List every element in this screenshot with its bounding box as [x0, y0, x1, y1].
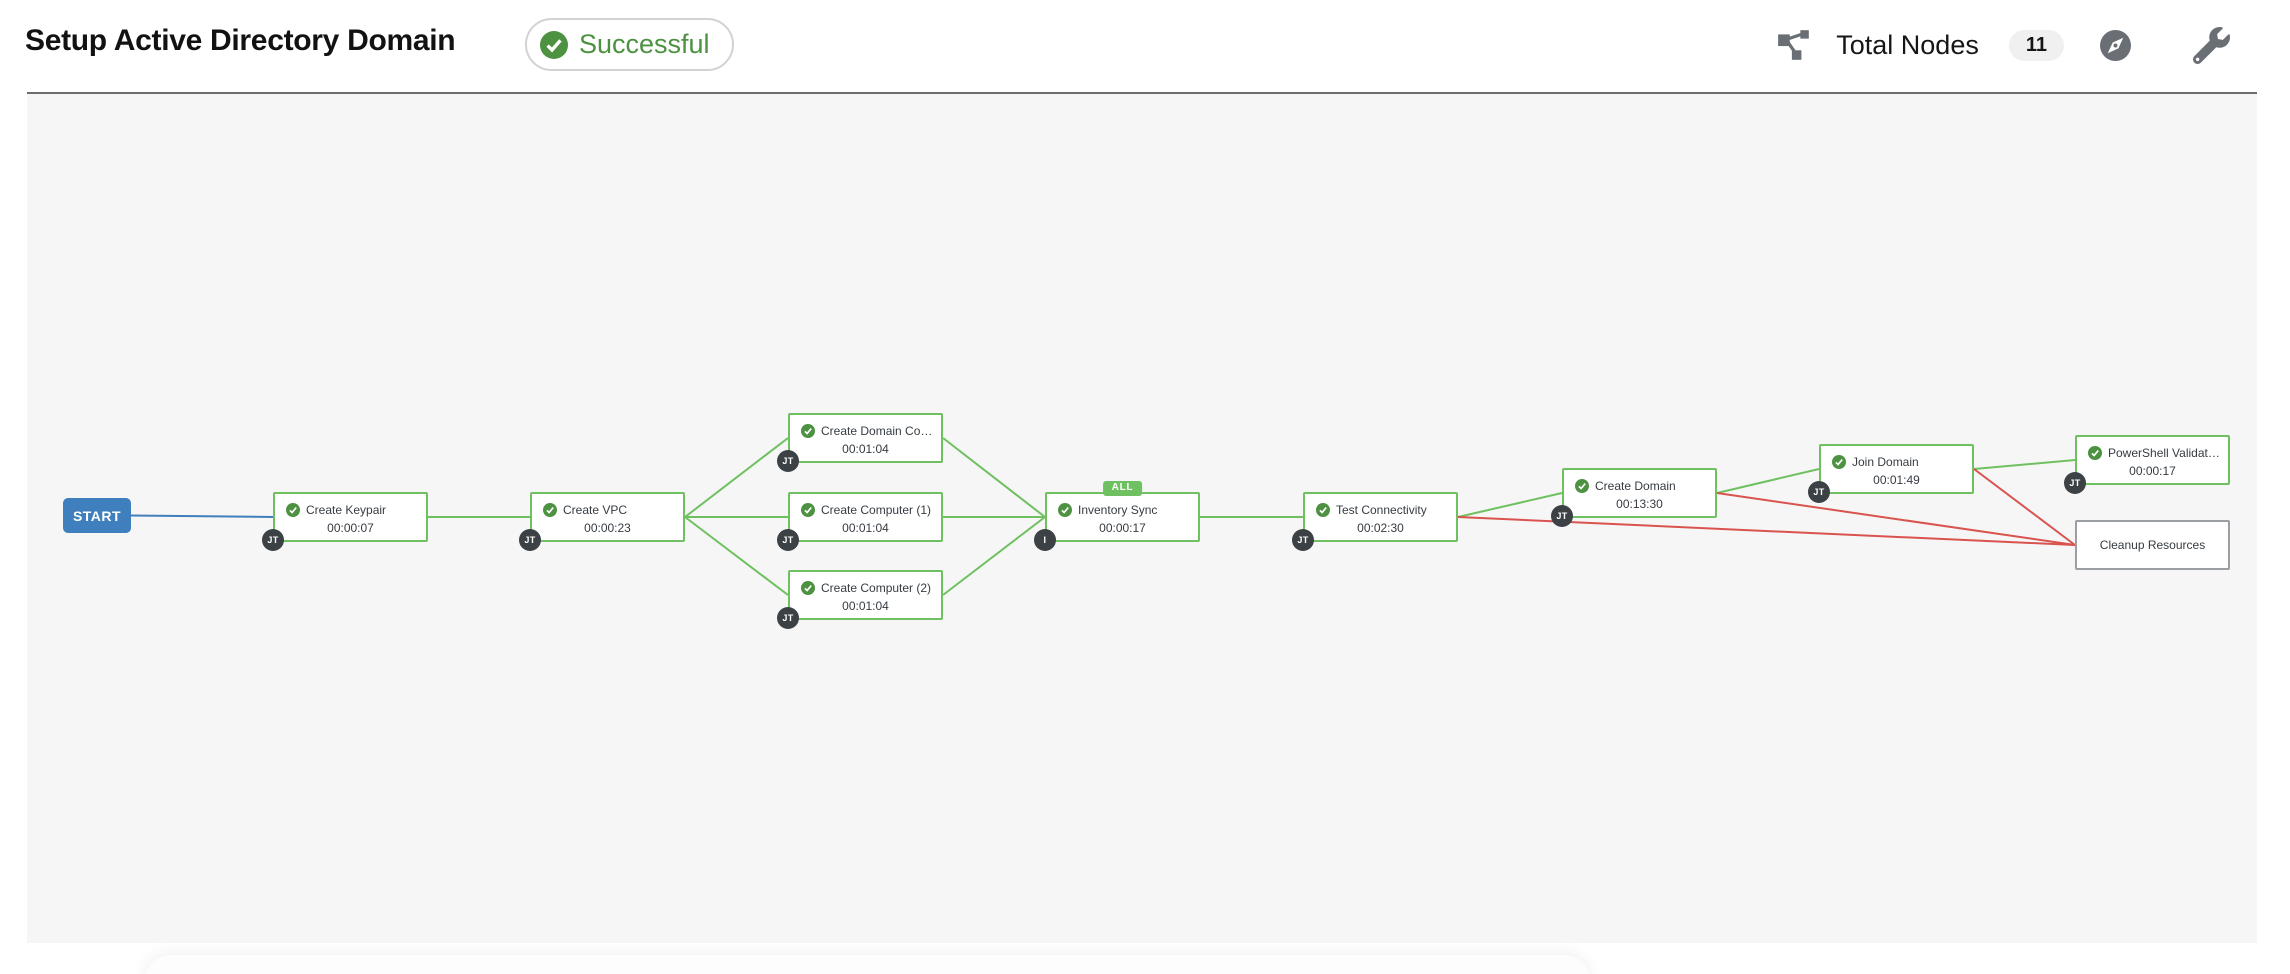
workflow-link-test-connectivity-create-domain[interactable] [1457, 492, 1563, 518]
workflow-link-create-domain-join-domain[interactable] [1716, 468, 1820, 494]
total-nodes-icon [1778, 30, 1810, 60]
workflow-link-create-computer-2-inventory-sync[interactable] [942, 516, 1046, 596]
workflow-node-cleanup-resources[interactable]: Cleanup Resources [2075, 520, 2230, 570]
node-success-icon [1058, 503, 1072, 517]
start-node[interactable]: START [63, 498, 131, 533]
node-elapsed-time: 00:01:49 [1873, 473, 1920, 487]
node-label: Join Domain [1852, 455, 1919, 469]
node-label: Cleanup Resources [2099, 538, 2206, 552]
node-success-icon [801, 503, 815, 517]
node-label: Create Domain Contr… [821, 424, 933, 438]
node-label: Create Domain [1595, 479, 1676, 493]
node-label: Create VPC [563, 503, 628, 517]
node-convergence-badge: ALL [1102, 481, 1143, 496]
node-label: Create Computer (2) [821, 581, 932, 595]
node-success-icon [801, 581, 815, 595]
total-nodes-label: Total Nodes [1836, 29, 1979, 60]
node-type-badge: JT [519, 529, 541, 551]
workflow-links-layer [130, 437, 2076, 596]
node-success-icon [543, 503, 557, 517]
node-success-icon [286, 503, 300, 517]
tools-wrench-button[interactable] [2193, 26, 2230, 64]
node-elapsed-time: 00:00:17 [2129, 464, 2176, 478]
node-type-badge: JT [1551, 505, 1573, 527]
node-label: PowerShell Validation [2108, 446, 2220, 460]
workflow-link-create-domain-controller-inventory-sync[interactable] [942, 437, 1046, 518]
success-check-icon [540, 30, 568, 59]
node-success-icon [801, 424, 815, 438]
node-type-badge: JT [777, 450, 799, 472]
node-label: Create Keypair [306, 503, 387, 517]
node-elapsed-time: 00:13:30 [1616, 497, 1663, 511]
node-elapsed-time: 00:01:04 [842, 521, 889, 535]
legend-compass-button[interactable] [2100, 29, 2131, 61]
node-elapsed-time: 00:00:07 [327, 521, 374, 535]
node-success-icon [1316, 503, 1330, 517]
status-badge: Successful [525, 18, 734, 71]
header-toolbar: Total Nodes 11 [1776, 0, 2230, 90]
node-elapsed-time: 00:02:30 [1357, 521, 1404, 535]
node-success-icon [2088, 446, 2102, 460]
header-divider [27, 92, 2257, 94]
node-type-badge: JT [1292, 529, 1314, 551]
node-type-badge: JT [262, 529, 284, 551]
node-label: Inventory Sync [1078, 503, 1158, 517]
node-success-icon [1575, 479, 1589, 493]
node-elapsed-time: 00:01:04 [842, 442, 889, 456]
workflow-link-join-domain-powershell-validation[interactable] [1973, 459, 2076, 470]
node-label: Test Connectivity [1336, 503, 1427, 517]
page-header: Setup Active Directory Domain Successful… [0, 0, 2290, 92]
total-nodes-count: 11 [2008, 29, 2064, 61]
workflow-link-create-vpc-create-domain-controller[interactable] [684, 437, 789, 518]
compass-icon [2100, 29, 2131, 61]
node-elapsed-time: 00:00:17 [1099, 521, 1146, 535]
node-type-badge: I [1034, 529, 1056, 551]
status-badge-label: Successful [579, 29, 710, 59]
node-type-badge: JT [777, 607, 799, 629]
node-label: Create Computer (1) [821, 503, 932, 517]
node-type-badge: JT [777, 529, 799, 551]
node-elapsed-time: 00:00:23 [584, 521, 631, 535]
workflow-link-start-create-keypair[interactable] [130, 514, 274, 518]
node-type-badge: JT [2064, 472, 2086, 494]
node-elapsed-time: 00:01:04 [842, 599, 889, 613]
wrench-icon [2193, 26, 2230, 64]
workflow-link-join-domain-cleanup-resources[interactable] [1973, 468, 2076, 546]
bottom-panel-shadow [145, 955, 1590, 974]
node-type-badge: JT [1808, 481, 1830, 503]
workflow-link-create-domain-cleanup-resources[interactable] [1716, 492, 2076, 546]
page-title: Setup Active Directory Domain [25, 24, 456, 57]
node-success-icon [1832, 455, 1846, 469]
workflow-link-create-vpc-create-computer-2[interactable] [684, 516, 789, 596]
